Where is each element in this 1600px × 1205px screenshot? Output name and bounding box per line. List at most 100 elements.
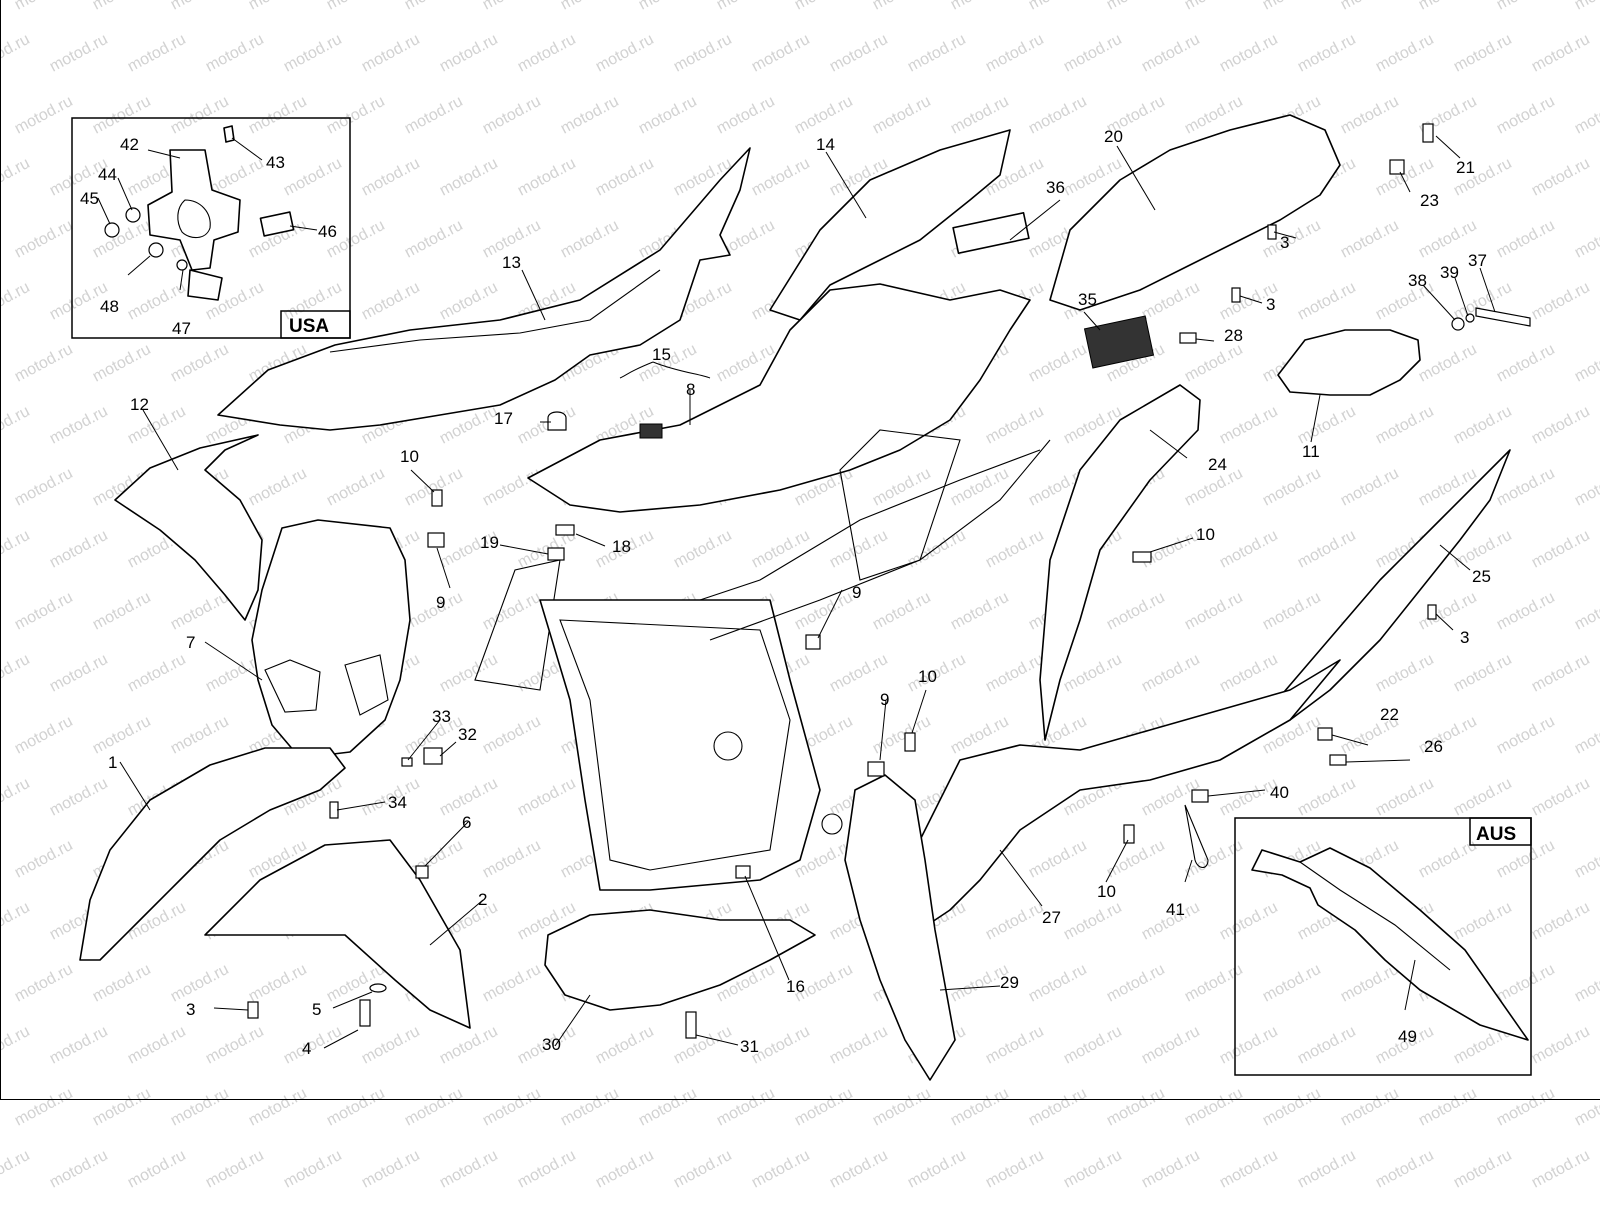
front-mudguard-2: [204, 839, 471, 1029]
watermark-text: motod.ru: [1529, 1147, 1593, 1192]
callout-c39: 39: [1440, 263, 1459, 282]
seat-8: [527, 283, 1031, 513]
callout-c46: 46: [318, 222, 337, 241]
callout-c34: 34: [388, 793, 407, 812]
callout-c15: 15: [652, 345, 671, 364]
callout-c8: 8: [686, 380, 695, 399]
headlight-openings: [264, 654, 389, 716]
shroud-25: [1259, 449, 1511, 721]
callout-c22: 22: [1380, 705, 1399, 724]
callout-c10d: 10: [1097, 882, 1116, 901]
watermark-text: motod.ru: [1295, 1147, 1359, 1192]
callout-c32: 32: [458, 725, 477, 744]
washer-47: [176, 259, 188, 271]
callout-c12: 12: [130, 395, 149, 414]
callout-c9c: 9: [880, 690, 889, 709]
reflector-35: [1083, 315, 1155, 369]
watermark-text: motod.ru: [437, 1147, 501, 1192]
callout-c30: 30: [542, 1035, 561, 1054]
callout-c48: 48: [100, 297, 119, 316]
screw-10c: [1132, 551, 1152, 563]
nut-48: [148, 242, 164, 258]
callout-c3d: 3: [1460, 628, 1469, 647]
watermark-text: motod.ru: [1139, 1147, 1203, 1192]
main-parts: [79, 114, 1531, 1081]
subframe-brace: [839, 429, 961, 581]
aus-tag-box: [1469, 817, 1532, 846]
clip-9b: [805, 634, 821, 650]
nut-45: [104, 222, 120, 238]
callout-c35: 35: [1078, 290, 1097, 309]
screw-3d: [1427, 604, 1437, 620]
callout-c26: 26: [1424, 737, 1443, 756]
callout-c24: 24: [1208, 455, 1227, 474]
nut-18: [555, 524, 575, 536]
callout-c47: 47: [172, 319, 191, 338]
nut-6: [415, 865, 429, 879]
screw-10a: [431, 489, 443, 507]
headlight-mask-7: [251, 519, 411, 759]
callout-c17: 17: [494, 409, 513, 428]
callout-c9b: 9: [852, 583, 861, 602]
nut-38: [1451, 317, 1465, 331]
callout-c3b: 3: [1280, 233, 1289, 252]
watermark-text: motod.ru: [983, 1147, 1047, 1192]
tank-cover-13-crease: [329, 269, 661, 353]
callout-c33: 33: [432, 707, 451, 726]
grommet-22: [1317, 727, 1333, 741]
lower-side-panel-29: [844, 774, 956, 1081]
watermark-text: motod.ru: [749, 1147, 813, 1192]
screw-28: [1179, 332, 1197, 344]
screw-10b: [904, 732, 916, 752]
screw-3c: [1231, 287, 1241, 303]
usa-inset-frame: [71, 117, 351, 339]
usa-inset: USA: [71, 117, 351, 339]
watermark-text: motod.ru: [515, 1147, 579, 1192]
aus-inset-frame: [1234, 817, 1532, 1076]
watermark-text: motod.ru: [0, 1147, 33, 1192]
buffer-15: [639, 423, 663, 439]
callout-c36: 36: [1046, 178, 1065, 197]
screw-21: [1422, 123, 1434, 143]
engine-mount: [821, 813, 843, 835]
watermark-text: motod.ru: [203, 1147, 267, 1192]
watermark-text: motod.ru: [281, 1147, 345, 1192]
main-frame: [474, 429, 1051, 891]
callout-c27: 27: [1042, 908, 1061, 927]
frame-inner: [559, 619, 791, 871]
screw-10d: [1123, 824, 1135, 844]
callout-c10a: 10: [400, 447, 419, 466]
watermark-text: motod.ru: [1373, 1147, 1437, 1192]
screw-3b: [1267, 224, 1277, 240]
callout-labels: 1233334567899910101010111213141516171819…: [80, 127, 1491, 1058]
licence-bracket-usa: [147, 149, 241, 271]
callout-c18: 18: [612, 537, 631, 556]
cap-17: [547, 411, 567, 431]
callout-c16: 16: [786, 977, 805, 996]
callout-c31: 31: [740, 1037, 759, 1056]
subframe-upper: [699, 449, 1041, 601]
callout-c10b: 10: [918, 667, 937, 686]
callout-c13: 13: [502, 253, 521, 272]
usa-tag: USA: [289, 316, 329, 337]
usa-tag-box: [280, 310, 351, 339]
skid-plate-30: [544, 909, 816, 1011]
tank-cover-13: [217, 147, 751, 431]
watermark-text: motod.ru: [593, 1147, 657, 1192]
callout-c45: 45: [80, 189, 99, 208]
screw-33: [401, 757, 413, 767]
watermark-text: motod.ru: [671, 1147, 735, 1192]
callout-c14: 14: [816, 135, 835, 154]
reflector-46: [259, 211, 295, 237]
callout-c42: 42: [120, 135, 139, 154]
bolt-4: [359, 999, 371, 1027]
callout-c3c: 3: [1266, 295, 1275, 314]
callout-c9a: 9: [436, 593, 445, 612]
callout-c21: 21: [1456, 158, 1475, 177]
aus-tag: AUS: [1476, 824, 1516, 845]
callout-c19: 19: [480, 533, 499, 552]
reflector-36: [952, 211, 1030, 255]
mudguard-aus-49: [1251, 847, 1529, 1041]
